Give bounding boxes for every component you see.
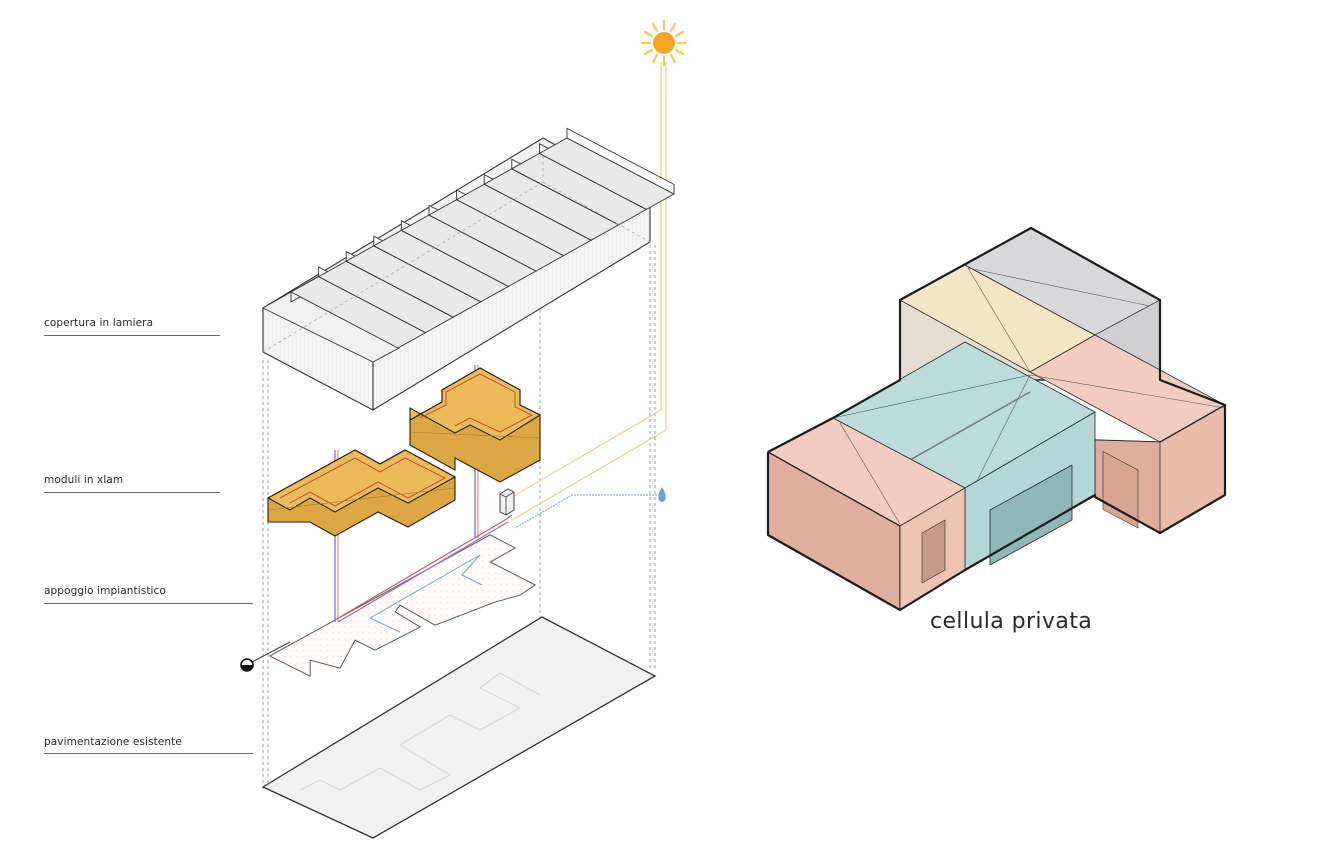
- sun-ray: [669, 54, 677, 64]
- sun-ray: [675, 30, 685, 38]
- roof-step-riser: [566, 127, 675, 195]
- leader-line-appoggio: [44, 603, 253, 604]
- label-copertura: copertura in lamiera: [44, 317, 154, 329]
- caption-cellula-privata: cellula privata: [930, 609, 1093, 634]
- leader-line-copertura: [44, 335, 220, 336]
- cellula-privata-model: [766, 226, 1227, 612]
- drain-icon: [240, 658, 254, 672]
- label-pavimentazione: pavimentazione esistente: [44, 736, 182, 748]
- pavimentazione-layer: [261, 616, 657, 839]
- boiler-icon: [499, 488, 515, 516]
- leader-line-pavimentazione: [44, 753, 253, 754]
- roof-steps: [290, 127, 675, 349]
- guide-lines: [262, 245, 656, 790]
- sun-ray: [669, 22, 677, 32]
- copertura-layer: [262, 127, 675, 411]
- sun-disc: [653, 32, 675, 54]
- label-appoggio: appoggio impiantistico: [44, 585, 166, 597]
- xlam-layer: [266, 367, 542, 537]
- water-drop-icon: [658, 487, 666, 502]
- sun-ray: [643, 30, 653, 38]
- leader-line-xlam: [44, 492, 220, 493]
- sun-ray: [651, 54, 659, 64]
- sun-ray: [643, 48, 653, 56]
- sun-ray: [651, 22, 659, 32]
- sun-icon: [640, 19, 688, 67]
- sun-ray: [675, 48, 685, 56]
- label-xlam: moduli in xlam: [44, 474, 124, 486]
